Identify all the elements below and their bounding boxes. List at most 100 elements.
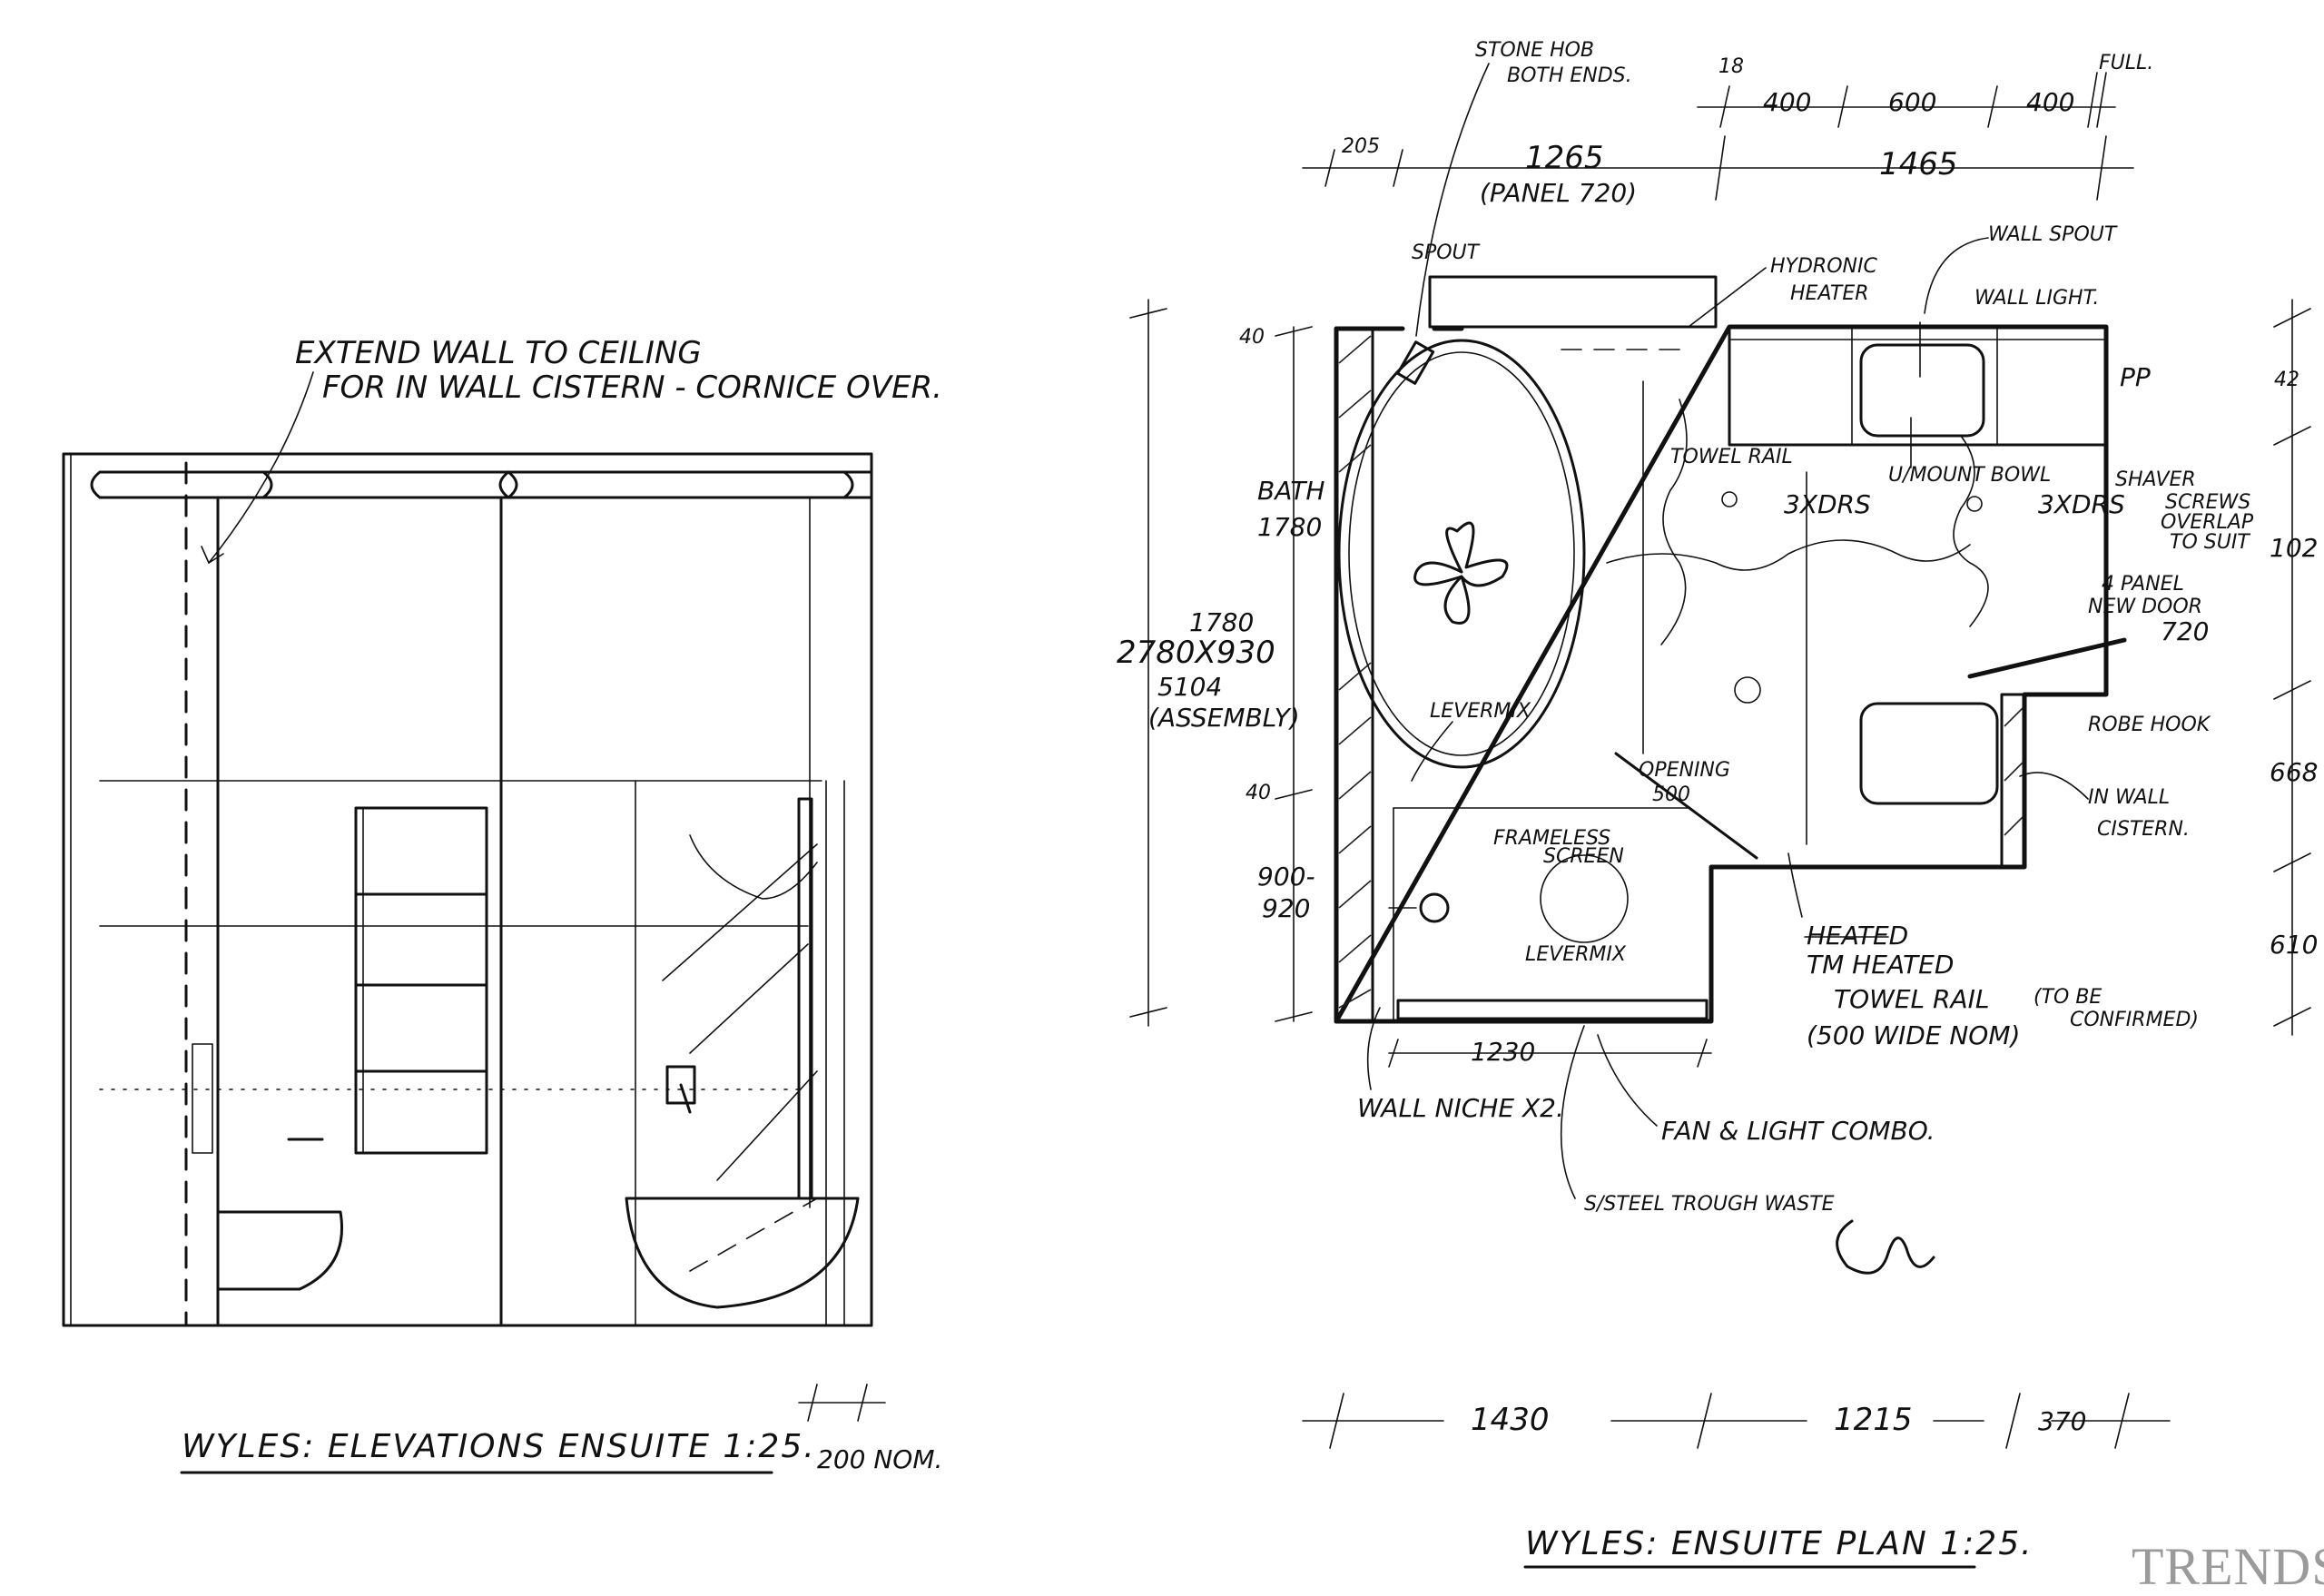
dim-920: 920 <box>1262 893 1310 923</box>
dim-18: 18 <box>1718 55 1744 78</box>
plan-left-dimensions: 40 40 BATH 1780 1780 2780X930 5104 (ASSE… <box>1117 299 1324 1027</box>
label-both-ends: BOTH ENDS. <box>1507 64 1632 87</box>
wall-niche <box>192 1043 213 1154</box>
label-cistern: CISTERN. <box>2097 818 2190 841</box>
plan-drawing: 205 1265 (PANEL 720) 1465 18 400 600 400… <box>1117 39 2318 1569</box>
plan-right-dimensions: 42 102 668 610 <box>2270 299 2318 1036</box>
toilet-pan <box>216 1210 343 1291</box>
frameless-screen-line <box>1614 752 1758 860</box>
dim-370: 370 <box>2038 1406 2086 1436</box>
room-outline <box>1334 324 2109 1024</box>
label-heated-strike: HEATED <box>1807 921 1908 951</box>
label-screen: SCREEN <box>1543 845 1624 868</box>
label-levermix-top: LEVERMIX <box>1430 700 1531 723</box>
elevation-note-line2: FOR IN WALL CISTERN - CORNICE OVER. <box>322 369 942 406</box>
label-to-suit: TO SUIT <box>2170 531 2250 554</box>
label-towel-rail-b: TOWEL RAIL <box>1834 984 1990 1014</box>
label-room-assembly: (ASSEMBLY) <box>1148 703 1300 733</box>
label-door-720: 720 <box>2161 616 2209 646</box>
label-stone-hob: STONE HOB <box>1475 39 1594 62</box>
label-new-door: NEW DOOR <box>2088 596 2202 618</box>
shower-zone <box>625 780 860 1326</box>
label-wall-niche: WALL NICHE X2. <box>1357 1093 1564 1123</box>
elevation-title: WYLES: ELEVATIONS ENSUITE 1:25. <box>182 1428 816 1465</box>
shower-area <box>1388 752 1758 1022</box>
label-room-1780: 1780 <box>1189 607 1254 637</box>
label-4-panel: 4 PANEL <box>2102 573 2184 596</box>
label-width-note: (500 WIDE NOM) <box>1807 1020 2020 1050</box>
elevation-note-line1: EXTEND WALL TO CEILING <box>295 335 702 371</box>
label-levermix-bottom: LEVERMIX <box>1525 943 1627 966</box>
label-robe-hook: ROBE HOOK <box>2088 714 2211 736</box>
dim-1215: 1215 <box>1834 1402 1913 1438</box>
dim-668: 668 <box>2270 757 2318 787</box>
label-room-5104: 5104 <box>1157 672 1222 702</box>
elevation-dim-nom: 200 NOM. <box>817 1444 942 1474</box>
label-shaver: SHAVER <box>2115 468 2196 491</box>
dim-102: 102 <box>2270 533 2318 563</box>
oval-bath <box>1337 339 1586 769</box>
label-wall-light: WALL LIGHT. <box>1974 287 2099 310</box>
bath-waste <box>1413 521 1509 625</box>
label-3xdrs-a: 3XDRS <box>1784 489 1871 519</box>
label-trough: S/STEEL TROUGH WASTE <box>1584 1193 1835 1216</box>
label-towel-rail: TOWEL RAIL <box>1670 446 1793 468</box>
dim-1265: 1265 <box>1525 140 1604 176</box>
dim-full: FULL. <box>2099 52 2153 74</box>
label-bath: BATH <box>1257 476 1324 506</box>
label-pp: PP <box>2120 362 2151 392</box>
shower-waste <box>1419 892 1450 923</box>
dim-900: 900- <box>1257 862 1315 892</box>
dim-40a: 40 <box>1239 326 1265 349</box>
trough-basin <box>625 1197 860 1309</box>
bath-spout <box>1396 340 1435 385</box>
label-to-be: (TO BE <box>2034 986 2102 1009</box>
dim-400a: 400 <box>1763 87 1811 117</box>
initials-mark <box>1836 1219 1935 1275</box>
dim-610: 610 <box>2270 930 2318 960</box>
label-heater: HEATER <box>1790 282 1869 305</box>
label-spout: SPOUT <box>1412 241 1481 264</box>
dim-205: 205 <box>1342 135 1380 158</box>
dim-400b: 400 <box>2026 87 2074 117</box>
vanity <box>1728 321 2108 447</box>
plan-top-dimensions: 205 1265 (PANEL 720) 1465 18 400 600 400… <box>1302 39 2153 337</box>
label-overlap: OVERLAP <box>2161 511 2254 534</box>
label-frameless: FRAMELESS <box>1493 827 1610 850</box>
dim-1230: 1230 <box>1471 1037 1535 1067</box>
dim-600: 600 <box>1888 87 1936 117</box>
label-opening: OPENING <box>1639 759 1730 782</box>
dim-40b: 40 <box>1246 782 1271 804</box>
label-opening-500: 500 <box>1652 783 1690 806</box>
label-room-size: 2780X930 <box>1117 635 1275 671</box>
label-wall-spout: WALL SPOUT <box>1988 223 2118 246</box>
heater-wall-niche <box>1428 275 1718 329</box>
shower-rose <box>1540 854 1629 943</box>
cistern-wall <box>2000 693 2026 869</box>
label-hydronic: HYDRONIC <box>1770 255 1877 278</box>
west-wall-hatch <box>1334 327 1374 1023</box>
trough-waste <box>1396 999 1709 1020</box>
label-umount-bowl: U/MOUNT BOWL <box>1888 464 2051 487</box>
label-screws: SCREWS <box>2165 491 2250 514</box>
label-in-wall: IN WALL <box>2088 786 2170 809</box>
plan-title: WYLES: ENSUITE PLAN 1:25. <box>1525 1525 2034 1562</box>
elevation-drawing: EXTEND WALL TO CEILING FOR IN WALL CISTE… <box>62 335 942 1474</box>
label-fan-light: FAN & LIGHT COMBO. <box>1661 1116 1935 1146</box>
cornice-detail <box>90 470 854 499</box>
plan-bottom-dimensions: 1430 1215 370 <box>1302 1393 2171 1449</box>
label-confirmed: CONFIRMED) <box>2070 1009 2199 1031</box>
trends-watermark: TRENDS <box>2132 1537 2324 1596</box>
elevation-outline <box>62 452 873 1327</box>
dim-1465: 1465 <box>1879 146 1958 182</box>
label-tm-heated: TM HEATED <box>1807 950 1954 980</box>
label-bath-1780: 1780 <box>1257 512 1322 542</box>
dim-1265-sub: (PANEL 720) <box>1480 178 1637 208</box>
door-leaf <box>1967 637 2127 679</box>
dim-42: 42 <box>2274 369 2299 391</box>
label-3xdrs-b: 3XDRS <box>2038 489 2125 519</box>
dim-1430: 1430 <box>1471 1402 1550 1438</box>
towel-ladder <box>354 806 488 1155</box>
toilet <box>1859 702 1999 805</box>
